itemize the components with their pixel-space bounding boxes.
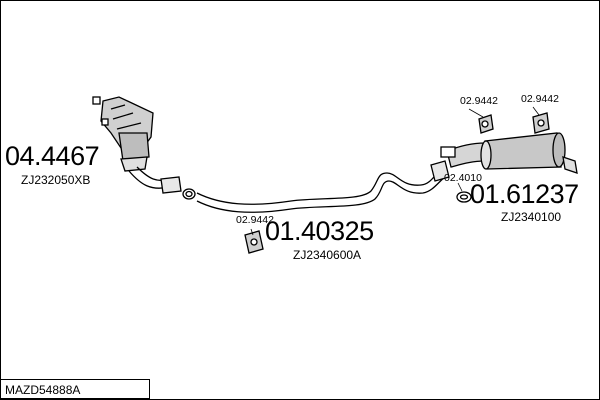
rear-silencer-ref-label: 01.61237 (470, 179, 579, 209)
rear-silencer-code-label: ZJ2340100 (501, 210, 562, 224)
assembly-number-box: MAZD54888A (1, 379, 150, 399)
catalytic-manifold-part[interactable] (92, 96, 154, 172)
assembly-number: MAZD54888A (5, 383, 81, 397)
middle-pipe-ref-label: 01.40325 (265, 216, 374, 246)
middle-pipe-code-label: ZJ2340600A (293, 248, 362, 262)
gasket-label: 02.4010 (444, 172, 482, 184)
mount-middle-part[interactable] (244, 230, 264, 254)
mount-middle-label: 02.9442 (236, 214, 274, 226)
front-pipe-part[interactable] (128, 166, 182, 194)
middle-pipe-part[interactable] (196, 160, 450, 213)
mount-right-part[interactable] (532, 112, 550, 134)
manifold-ref-label: 04.4467 (5, 141, 100, 171)
manifold-code-label: ZJ232050XB (21, 173, 91, 187)
mount-left-part[interactable] (478, 114, 494, 134)
mount-right-label: 02.9442 (521, 93, 559, 105)
mount-left-label: 02.9442 (460, 95, 498, 107)
gasket-ring-part[interactable] (456, 191, 472, 203)
leader-lines (250, 106, 540, 236)
front-flange-gasket (182, 188, 196, 200)
rear-silencer-part[interactable] (440, 132, 578, 174)
